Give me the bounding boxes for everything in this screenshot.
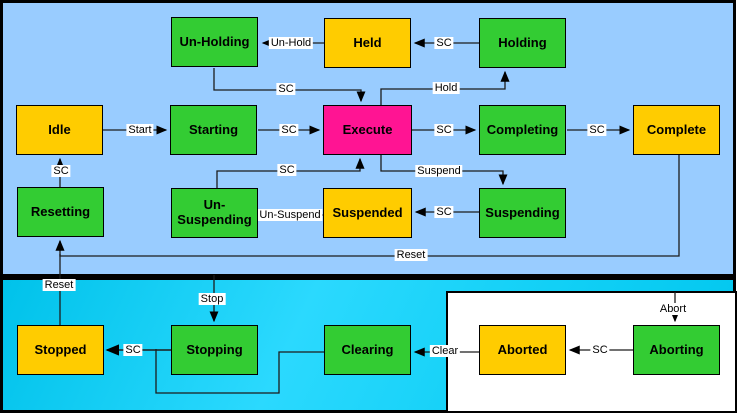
transition-label-sc-suspending-suspended: SC <box>434 206 454 218</box>
state-holding: Holding <box>479 18 566 68</box>
transition-label-suspend: Suspend <box>415 165 463 177</box>
transition-label-sc-completing-complete: SC <box>587 124 607 136</box>
state-complete: Complete <box>633 105 720 155</box>
state-starting: Starting <box>170 105 257 155</box>
transition-label-hold: Hold <box>432 82 460 94</box>
arrow-reset-complete <box>55 153 680 257</box>
transition-label-reset-complete: Reset <box>394 249 428 261</box>
state-stopping: Stopping <box>171 325 258 375</box>
state-suspending: Suspending <box>479 188 566 238</box>
state-stopped: Stopped <box>17 325 104 375</box>
transition-label-sc-resetting-idle: SC <box>51 165 71 177</box>
state-resetting: Resetting <box>17 187 104 237</box>
transition-label-abort: Abort <box>657 303 689 315</box>
transition-label-sc-starting-execute: SC <box>279 124 299 136</box>
transition-label-sc-stopping-stopped: SC <box>123 344 143 356</box>
state-completing: Completing <box>479 105 566 155</box>
state-execute: Execute <box>323 105 412 155</box>
state-suspended: Suspended <box>323 188 412 238</box>
state-held: Held <box>324 18 411 68</box>
transition-label-start: Start <box>126 124 154 136</box>
transition-label-sc-execute-completing: SC <box>434 124 454 136</box>
transition-label-sc-holding-held: SC <box>434 37 454 49</box>
state-clearing: Clearing <box>324 325 411 375</box>
state-un-holding: Un-Holding <box>171 17 258 67</box>
transition-label-sc-unsuspending-execute: SC <box>277 164 297 176</box>
state-aborted: Aborted <box>479 325 566 375</box>
state-idle: Idle <box>16 105 103 155</box>
transition-label-stop: Stop <box>198 293 226 305</box>
transition-label-clear: Clear <box>429 345 461 357</box>
transition-label-sc-aborting-aborted: SC <box>590 344 610 356</box>
state-aborting: Aborting <box>633 325 720 375</box>
transition-label-sc-unholding-execute: SC <box>276 83 296 95</box>
state-un-suspending: Un-Suspending <box>171 188 258 238</box>
wire-clearing-stopped <box>155 349 324 394</box>
transition-label-reset-stopped: Reset <box>42 279 76 291</box>
transition-label-un-hold: Un-Hold <box>268 37 314 49</box>
transition-label-un-suspend: Un-Suspend <box>257 209 323 221</box>
